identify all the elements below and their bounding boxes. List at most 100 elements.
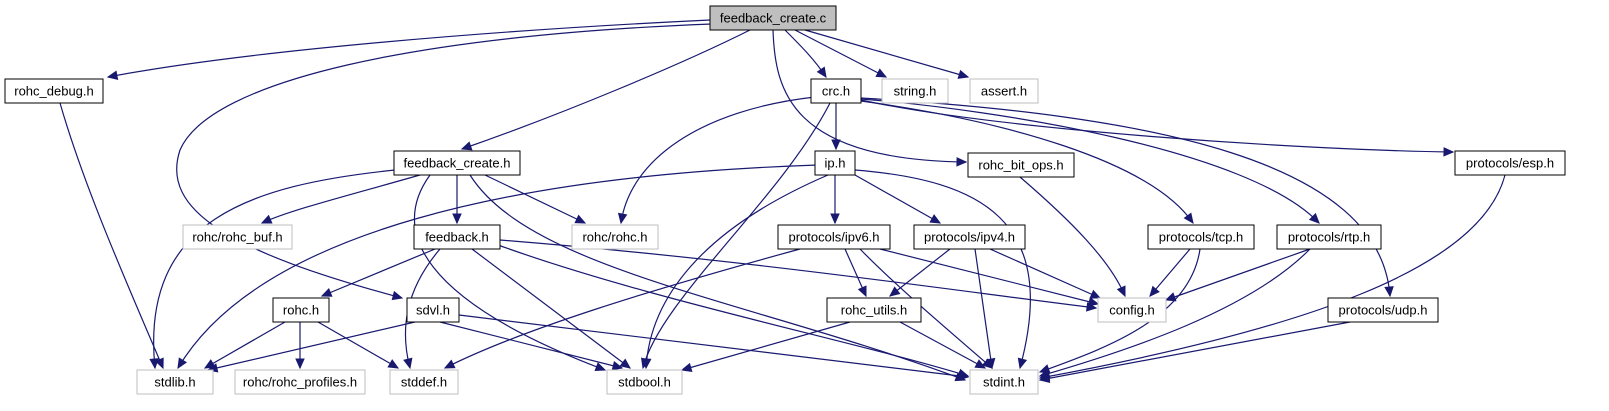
edge-rohc_h-to-rohc_rohc_profiles_h: [295, 322, 305, 370]
node-label: ip.h: [825, 156, 846, 171]
node-label: feedback_create.c: [720, 11, 827, 26]
edge-arrowhead: [680, 362, 693, 373]
node-box: [1147, 224, 1255, 250]
edge-arrowhead: [1164, 292, 1177, 302]
edge-feedback_create_h-to-rohc_rohc_h: [484, 174, 587, 224]
node-rohc-utils-h[interactable]: rohc_utils.h: [826, 297, 922, 323]
node-label: rohc_utils.h: [841, 303, 907, 318]
node-protocols-tcp-h[interactable]: protocols/tcp.h: [1147, 224, 1255, 250]
edge-line: [321, 248, 436, 297]
edges: [59, 19, 1506, 383]
edge-arrowhead: [387, 359, 400, 369]
node-label: protocols/ipv6.h: [788, 230, 879, 245]
edge-arrowhead: [889, 286, 901, 297]
edge-line: [499, 239, 1097, 309]
edge-arrowhead: [320, 287, 333, 297]
edge-line: [471, 248, 631, 369]
node-stddef-h: stddef.h: [389, 369, 459, 395]
node-box: [1454, 150, 1566, 176]
node-feedback-create-h[interactable]: feedback_create.h: [393, 150, 521, 176]
edge-arrowhead: [875, 68, 888, 78]
node-assert-h: assert.h: [969, 78, 1039, 104]
edge-arrowhead: [1116, 285, 1126, 298]
edge-crc_h-to-protocols_udp_h: [860, 97, 1394, 298]
node-box: [777, 224, 891, 250]
edge-line: [153, 169, 396, 369]
edge-arrowhead: [106, 70, 119, 80]
edge-arrowhead: [452, 213, 462, 225]
node-protocols-esp-h[interactable]: protocols/esp.h: [1454, 150, 1566, 176]
edge-line: [645, 174, 829, 369]
node-feedback-h[interactable]: feedback.h: [413, 224, 501, 250]
node-box: [393, 150, 521, 176]
edge-sdvl_h-to-stdbool_h: [439, 321, 624, 371]
node-crc-h[interactable]: crc.h: [810, 78, 862, 104]
node-label: config.h: [1109, 303, 1155, 318]
edge-protocols_tcp_h-to-config_h: [1149, 248, 1191, 297]
edge-arrowhead: [1384, 286, 1394, 298]
node-box: [1097, 297, 1167, 323]
node-box: [136, 369, 214, 395]
node-box: [606, 369, 683, 395]
edge-rohc_h-to-stddef_h: [317, 321, 400, 369]
node-box: [389, 369, 459, 395]
edge-line: [1039, 248, 1201, 373]
node-rohc-rohc-profiles-h: rohc/rohc_profiles.h: [234, 369, 366, 395]
node-protocols-ipv4-h[interactable]: protocols/ipv4.h: [913, 224, 1026, 250]
edge-line: [444, 248, 801, 369]
edge-line: [1165, 248, 1311, 301]
edge-arrowhead: [403, 357, 413, 370]
edge-arrowhead: [1038, 373, 1051, 383]
node-box: [1276, 224, 1382, 250]
edge-arrowhead: [149, 358, 159, 370]
node-label: feedback_create.h: [404, 156, 511, 171]
node-protocols-ipv6-h[interactable]: protocols/ipv6.h: [777, 224, 891, 250]
edge-feedback_create_c-to-rohc_bit_ops_h: [772, 29, 968, 167]
node-label: protocols/esp.h: [1466, 156, 1554, 171]
node-protocols-rtp-h[interactable]: protocols/rtp.h: [1276, 224, 1382, 250]
edge-arrowhead: [177, 357, 188, 370]
edge-sdvl_h-to-stdlib_h: [206, 321, 416, 373]
node-sdvl-h[interactable]: sdvl.h: [406, 297, 460, 323]
edge-line: [804, 29, 969, 78]
edge-feedback_create_h-to-rohc_rohc_buf_h: [260, 174, 421, 224]
edge-line: [681, 321, 851, 371]
edge-feedback_h-to-stdbool_h: [471, 248, 631, 369]
node-rohc-bit-ops-h[interactable]: rohc_bit_ops.h: [967, 152, 1075, 178]
node-feedback-create-c[interactable]: feedback_create.c: [709, 5, 837, 31]
edge-arrowhead: [957, 69, 970, 79]
edge-ip_h-to-stdlib_h: [177, 164, 819, 370]
edge-arrowhead: [1087, 297, 1100, 307]
node-box: [967, 152, 1075, 178]
node-label: rohc_bit_ops.h: [978, 158, 1063, 173]
edge-line: [772, 29, 967, 163]
edge-rohc_utils_h-to-stdint_h: [899, 321, 987, 369]
edge-line: [860, 97, 1391, 297]
edge-crc_h-to-protocols_tcp_h: [860, 100, 1194, 224]
edge-ip_h-to-stdbool_h: [641, 174, 829, 370]
node-label: protocols/udp.h: [1339, 303, 1428, 318]
edge-line: [484, 174, 586, 224]
node-rohc-h[interactable]: rohc.h: [272, 297, 330, 323]
node-stdint-h: stdint.h: [969, 369, 1039, 395]
edge-arrowhead: [574, 214, 587, 224]
node-rohc-debug-h[interactable]: rohc_debug.h: [4, 78, 104, 104]
edge-arrowhead: [1308, 212, 1320, 224]
node-protocols-udp-h[interactable]: protocols/udp.h: [1327, 297, 1439, 323]
node-box: [913, 224, 1026, 250]
node-box: [571, 224, 659, 250]
edge-arrowhead: [1149, 285, 1160, 297]
edge-feedback_create_c-to-assert_h: [804, 29, 970, 79]
edge-line: [860, 100, 1194, 224]
edge-protocols_rtp_h-to-stdint_h: [1038, 248, 1311, 378]
node-ip-h[interactable]: ip.h: [814, 150, 856, 176]
node-config-h: config.h: [1097, 297, 1167, 323]
edge-rohc_utils_h-to-stdbool_h: [680, 321, 851, 373]
edge-ip_h-to-stdint_h: [854, 169, 1031, 370]
edge-arrowhead: [460, 141, 473, 151]
edge-line: [59, 102, 164, 369]
edge-rohc_debug_h-to-stdlib_h: [59, 102, 164, 370]
edge-protocols_ipv6_h-to-config_h: [879, 248, 1100, 307]
edge-line: [989, 248, 1101, 299]
edge-arrowhead: [641, 358, 652, 370]
